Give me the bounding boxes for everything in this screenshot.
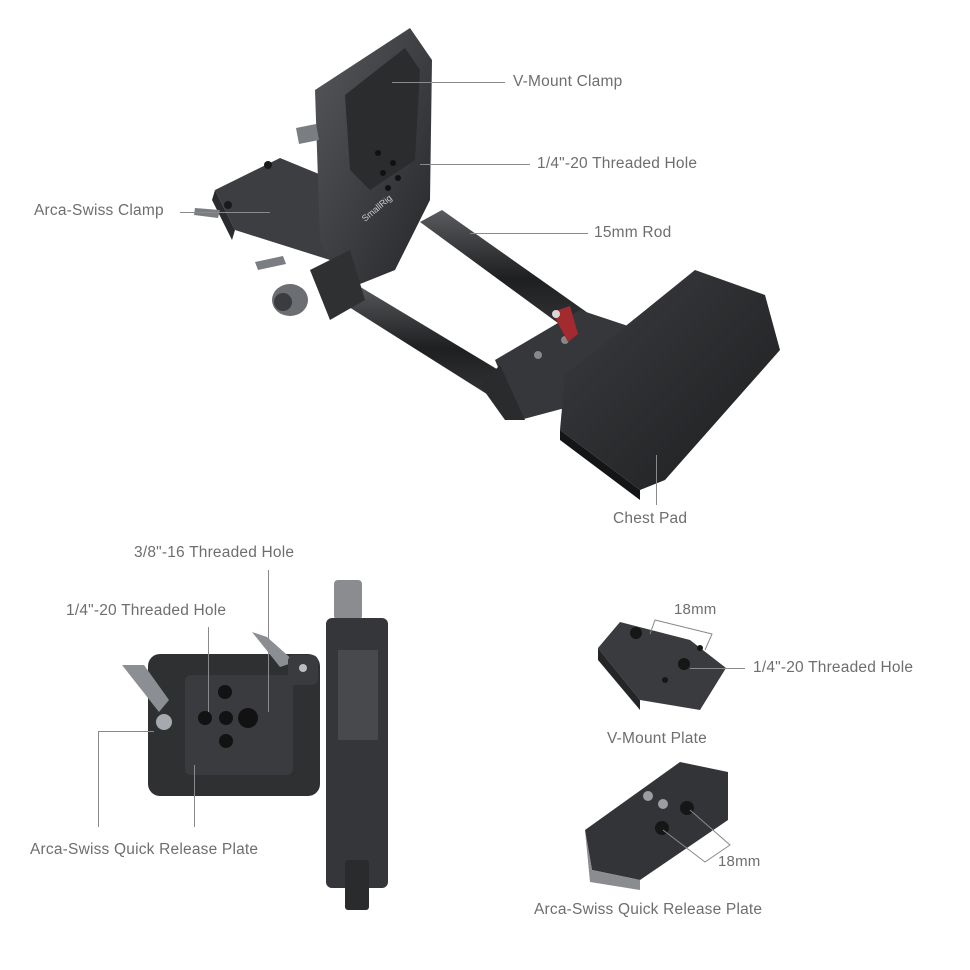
caption-v-mount-plate: V-Mount Plate [607,730,707,747]
red-lock-knob [552,306,578,342]
leader-qr-plate-left [98,731,99,827]
leader-chest-pad [656,455,657,505]
dimension-18mm-top: 18mm [674,601,717,618]
label-threaded-hole-top: 1/4"-20 Threaded Hole [537,155,698,172]
leader-threaded-hole-14 [208,627,209,712]
rod-clamp-front [272,250,365,320]
arca-qr-plate-shape [585,762,728,890]
dimension-bracket-bottom [662,809,731,863]
detail-left-rig [122,580,388,910]
dimension-18mm-bottom: 18mm [718,853,761,870]
dimension-bracket-top [649,619,713,651]
label-15mm-rod: 15mm Rod [594,224,672,241]
label-arca-qr-plate-left: Arca-Swiss Quick Release Plate [30,841,259,858]
chest-pad-shape [560,270,780,500]
leader-arca-swiss-clamp [180,212,270,213]
leader-qr-plate-left-h [98,731,154,732]
leader-qr-plate-center [194,765,195,827]
label-v-mount-threaded-hole: 1/4"-20 Threaded Hole [753,659,914,676]
label-chest-pad: Chest Pad [613,510,688,527]
chest-pad-mount [480,306,640,420]
leader-threaded-hole-38 [268,570,269,712]
leader-15mm-rod [470,233,588,234]
leader-threaded-hole-top [420,164,530,165]
label-arca-swiss-clamp: Arca-Swiss Clamp [34,202,164,219]
v-mount-plate-shape [598,622,726,710]
label-threaded-hole-38: 3/8"-16 Threaded Hole [134,544,295,561]
rod-clamp-side [326,580,388,910]
label-v-mount-clamp: V-Mount Clamp [513,73,623,90]
qr-clamp-body [122,632,320,796]
leader-v-mount-clamp [392,82,505,83]
main-rig: SmallRig [194,28,780,500]
label-threaded-hole-14: 1/4"-20 Threaded Hole [66,602,227,619]
leader-v-mount-threaded-hole [690,668,745,669]
caption-arca-qr-plate: Arca-Swiss Quick Release Plate [534,901,763,918]
v-mount-clamp-shape: SmallRig [296,28,432,290]
